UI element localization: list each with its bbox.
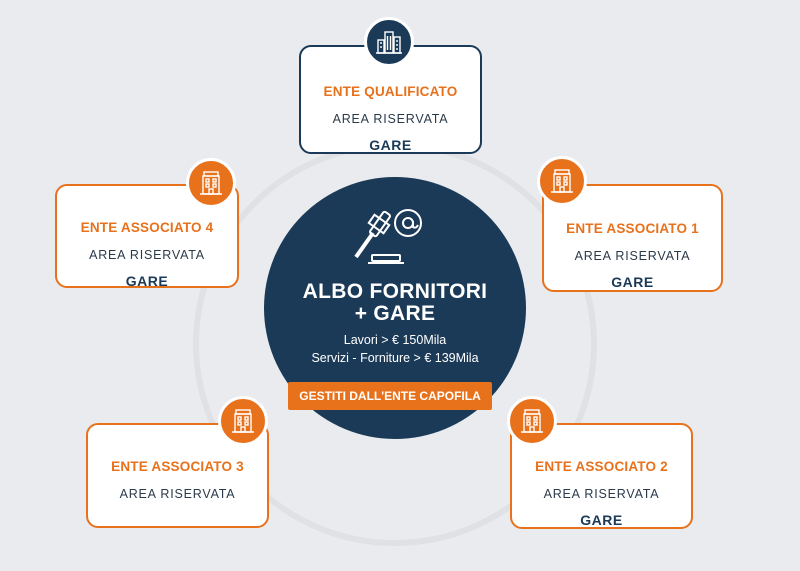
hub-title-line1: ALBO FORNITORI [302, 280, 488, 303]
hub-title-line2: + GARE [354, 302, 436, 325]
badge-ente-associato-3 [218, 396, 268, 446]
card-title: ENTE ASSOCIATO 1 [566, 221, 699, 236]
card-area: AREA RISERVATA [543, 487, 660, 501]
card-title: ENTE ASSOCIATO 4 [80, 220, 214, 235]
building-icon [232, 409, 254, 433]
card-gare: GARE [369, 137, 412, 153]
hub-lavori: Lavori > € 150Mila [343, 333, 447, 347]
card-gare: GARE [580, 512, 623, 528]
hub-servizi: Servizi - Forniture > € 139Mila [311, 351, 479, 365]
badge-ente-associato-2 [507, 396, 557, 446]
building-icon [521, 409, 543, 433]
badge-ente-associato-4 [186, 158, 236, 208]
card-title: ENTE ASSOCIATO 2 [535, 459, 668, 474]
building-icon [200, 171, 222, 195]
card-gare: GARE [125, 273, 169, 289]
gavel-at-icon [354, 209, 422, 264]
gestiti-capofila-button[interactable]: GESTITI DALL'ENTE CAPOFILA [288, 382, 492, 410]
card-area: AREA RISERVATA [89, 248, 205, 262]
badge-ente-associato-1 [537, 156, 587, 206]
hub-title: ALBO FORNITORI + GARE [264, 281, 526, 325]
card-area: AREA RISERVATA [574, 249, 691, 263]
card-title: ENTE ASSOCIATO 3 [111, 459, 244, 474]
card-title: ENTE QUALIFICATO [323, 84, 458, 99]
building-icon [551, 169, 573, 193]
card-gare: GARE [611, 274, 654, 290]
card-area: AREA RISERVATA [332, 112, 449, 126]
city-buildings-icon [376, 31, 402, 54]
badge-ente-qualificato [364, 17, 414, 67]
card-area: AREA RISERVATA [119, 487, 236, 501]
